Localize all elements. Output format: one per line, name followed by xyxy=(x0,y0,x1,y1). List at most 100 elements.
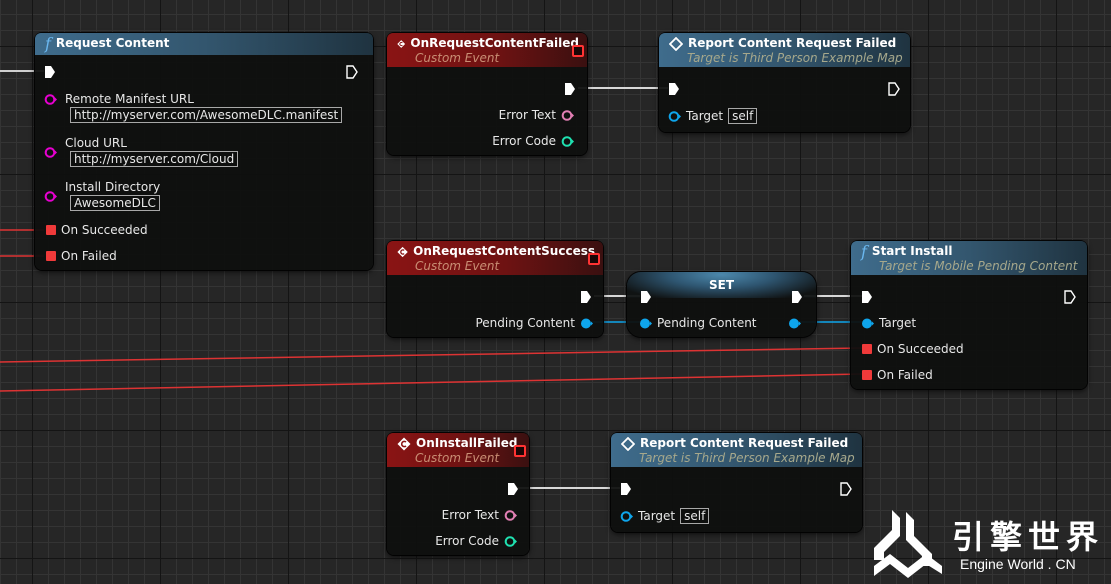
node-title: SET xyxy=(708,278,735,292)
node-subtitle: Target is Mobile Pending Content xyxy=(879,259,1078,273)
string-pin-icon xyxy=(44,190,57,202)
node-on-request-content-failed[interactable]: OnRequestContentFailed Custom Event Erro… xyxy=(387,33,587,155)
pin-install-directory[interactable] xyxy=(44,188,57,204)
object-pin-icon xyxy=(640,318,652,328)
delegate-pin-icon xyxy=(46,225,56,235)
node-on-request-content-success[interactable]: OnRequestContentSuccess Custom Event Pen… xyxy=(387,241,603,337)
exec-out-pin[interactable] xyxy=(564,81,576,97)
pin-label: Error Code xyxy=(492,134,556,148)
exec-pin-icon xyxy=(862,291,872,303)
object-pin-icon xyxy=(620,510,633,522)
pin-error-code[interactable]: Error Code xyxy=(435,533,517,549)
pin-label: On Failed xyxy=(877,368,933,382)
exec-in-pin[interactable] xyxy=(861,289,873,305)
pin-label: Pending Content xyxy=(475,316,575,330)
string-pin-icon xyxy=(44,146,57,158)
pin-error-text[interactable]: Error Text xyxy=(499,107,574,123)
pin-on-failed[interactable]: On Failed xyxy=(862,367,933,383)
exec-out-pin[interactable] xyxy=(840,481,852,497)
engine-world-logo-icon xyxy=(874,510,942,578)
target-input[interactable]: self xyxy=(728,108,758,124)
event-icon xyxy=(397,437,411,450)
pin-remote-manifest-url[interactable] xyxy=(44,91,57,107)
exec-pin-icon xyxy=(669,83,679,95)
event-icon xyxy=(621,436,635,451)
exec-out-pin[interactable] xyxy=(791,289,803,305)
install-directory-input[interactable]: AwesomeDLC xyxy=(70,195,160,211)
pin-pending-content[interactable]: Pending Content xyxy=(475,315,593,331)
object-pin-icon xyxy=(581,318,593,328)
exec-out-pin[interactable] xyxy=(1064,289,1076,305)
pin-pending-content-in[interactable]: Pending Content xyxy=(639,315,757,331)
pin-label: Cloud URL xyxy=(65,136,127,150)
pin-label: Target xyxy=(638,509,676,523)
pin-label: Target xyxy=(686,109,724,123)
delegate-output-pin[interactable] xyxy=(572,45,584,57)
pin-label: On Succeeded xyxy=(877,342,964,356)
node-header[interactable]: OnInstallFailed Custom Event xyxy=(387,433,529,467)
exec-out-pin[interactable] xyxy=(580,289,592,305)
pin-error-code[interactable]: Error Code xyxy=(492,133,574,149)
pin-target[interactable]: Target self xyxy=(620,508,710,524)
exec-in-pin[interactable] xyxy=(620,481,632,497)
exec-out-pin[interactable] xyxy=(346,64,358,80)
node-header[interactable]: OnRequestContentSuccess Custom Event xyxy=(387,241,603,275)
node-header[interactable]: Report Content Request Failed Target is … xyxy=(659,33,910,67)
pin-on-succeeded[interactable]: On Succeeded xyxy=(46,222,148,238)
delegate-output-pin[interactable] xyxy=(514,445,526,457)
delegate-pin-icon xyxy=(46,251,56,261)
pin-pending-content-out[interactable] xyxy=(788,315,801,331)
exec-out-pin[interactable] xyxy=(507,481,519,497)
delegate-output-pin[interactable] xyxy=(588,253,600,265)
node-header[interactable] xyxy=(627,272,816,298)
pin-cloud-url[interactable] xyxy=(44,144,57,160)
exec-pin-icon xyxy=(792,291,802,303)
event-icon xyxy=(669,36,683,51)
cloud-url-input[interactable]: http://myserver.com/Cloud xyxy=(70,151,239,167)
node-on-install-failed[interactable]: OnInstallFailed Custom Event Error Text … xyxy=(387,433,529,555)
node-subtitle: Custom Event xyxy=(415,51,500,65)
pin-label: On Failed xyxy=(61,249,117,263)
exec-pin-icon xyxy=(840,482,852,496)
function-icon: f xyxy=(861,241,867,261)
exec-pin-icon xyxy=(1064,290,1076,304)
node-header[interactable]: Report Content Request Failed Target is … xyxy=(611,433,862,467)
text-pin-icon xyxy=(561,109,574,121)
exec-pin-icon xyxy=(641,291,651,303)
exec-pin-icon xyxy=(565,83,575,95)
pin-target[interactable]: Target self xyxy=(668,108,758,124)
pin-label: On Succeeded xyxy=(61,223,148,237)
node-subtitle: Target is Third Person Example Map xyxy=(639,451,855,465)
pin-label: Target xyxy=(879,316,917,330)
node-title: Report Content Request Failed xyxy=(640,436,849,450)
node-header[interactable]: OnRequestContentFailed Custom Event xyxy=(387,33,587,67)
node-title: Report Content Request Failed xyxy=(688,36,897,50)
pin-error-text[interactable]: Error Text xyxy=(442,507,517,523)
pin-label: Remote Manifest URL xyxy=(65,92,194,106)
exec-in-pin[interactable] xyxy=(44,64,56,80)
target-input[interactable]: self xyxy=(680,508,710,524)
node-set[interactable]: SET Pending Content xyxy=(627,272,816,337)
exec-pin-icon xyxy=(581,291,591,303)
delegate-pin-icon xyxy=(862,344,872,354)
exec-in-pin[interactable] xyxy=(668,81,680,97)
pin-label: Error Text xyxy=(441,508,499,522)
watermark-logo: 引擎世界 Engine World . CN xyxy=(868,506,1111,584)
node-title: OnInstallFailed xyxy=(416,436,518,450)
pin-on-failed[interactable]: On Failed xyxy=(46,248,117,264)
exec-in-pin[interactable] xyxy=(640,289,652,305)
pin-target[interactable]: Target xyxy=(861,315,916,331)
node-report-content-request-failed[interactable]: Report Content Request Failed Target is … xyxy=(611,433,862,532)
remote-manifest-url-input[interactable]: http://myserver.com/AwesomeDLC.manifest xyxy=(70,107,343,123)
exec-out-pin[interactable] xyxy=(888,81,900,97)
pin-on-succeeded[interactable]: On Succeeded xyxy=(862,341,964,357)
node-report-content-request-failed[interactable]: Report Content Request Failed Target is … xyxy=(659,33,910,132)
watermark-chinese-text: 引擎世界 xyxy=(952,518,1105,556)
text-pin-icon xyxy=(504,509,517,521)
object-pin-icon xyxy=(668,110,681,122)
function-icon: f xyxy=(45,33,51,53)
